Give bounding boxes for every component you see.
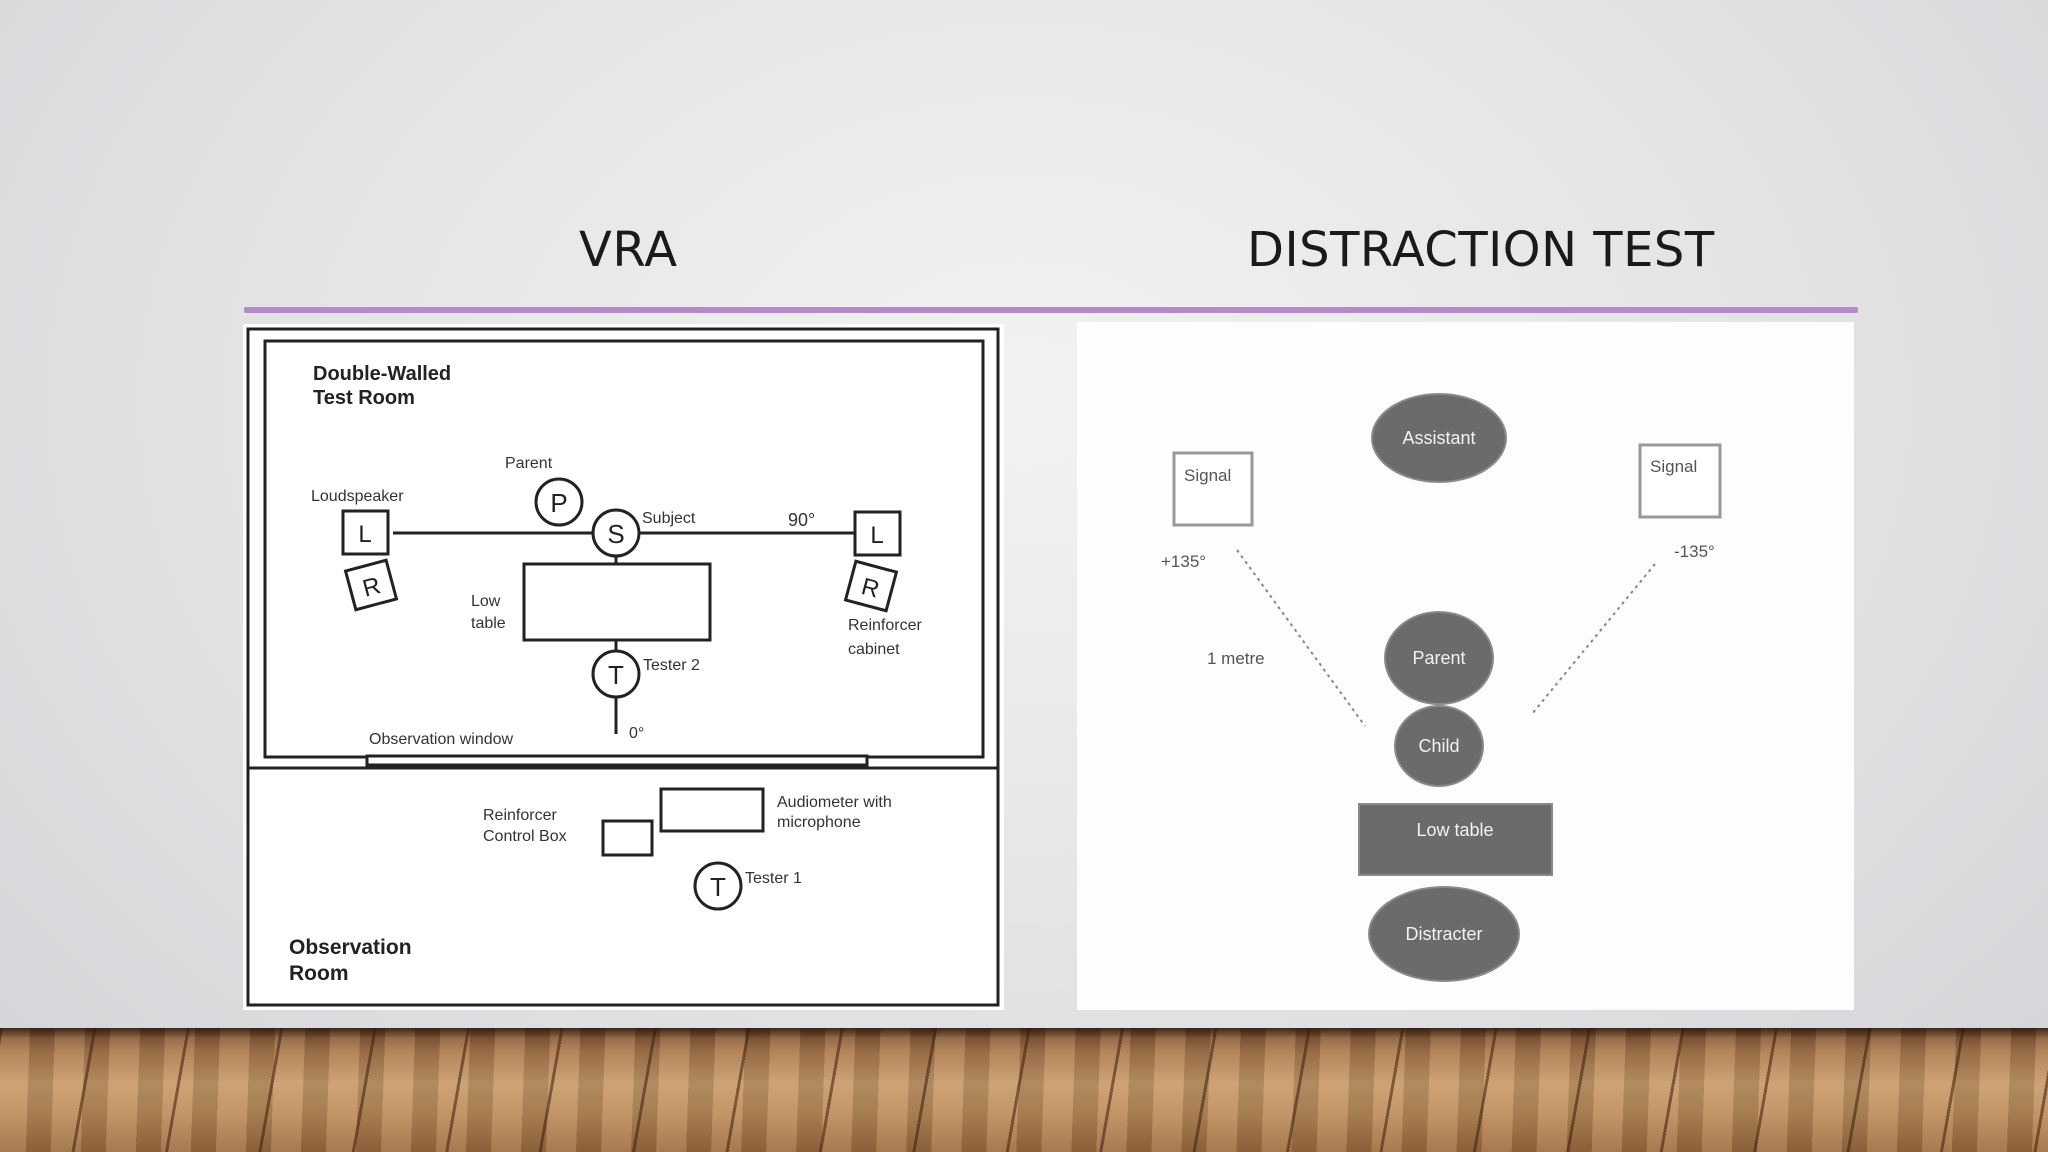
reinforcer-cabinet-label-2: cabinet (848, 641, 900, 658)
left-loudspeaker-letter: L (358, 521, 371, 548)
observation-window-label: Observation window (369, 731, 514, 748)
right-reinforcer-letter: R (858, 573, 882, 604)
floor-shadow (0, 1028, 2048, 1038)
room-title-line1: Double-Walled (313, 363, 451, 385)
assistant-ellipse (1371, 393, 1507, 483)
wood-floor-decoration (0, 1028, 2048, 1152)
title-divider (244, 307, 1858, 313)
subject-label: Subject (642, 510, 696, 527)
tester2-label: Tester 2 (643, 657, 700, 674)
signal-left-label: Signal (1184, 466, 1231, 485)
tester2-symbol-letter: T (608, 660, 624, 690)
sight-line-right (1531, 563, 1656, 715)
signal-right-box (1638, 443, 1722, 519)
room-title-line2: Test Room (313, 387, 415, 409)
observation-room-label-2: Room (289, 962, 349, 985)
parent-ellipse (1384, 611, 1494, 705)
room-frame-outer (246, 327, 1000, 1007)
signal-right-label: Signal (1650, 457, 1697, 476)
control-box-label-2: Control Box (483, 828, 567, 845)
vra-diagram: Double-Walled Test Room Low table Parent… (243, 324, 1004, 1010)
distracter-label: Distracter (1405, 924, 1482, 944)
angle-left-label: +135° (1161, 552, 1206, 571)
right-loudspeaker-letter: L (870, 522, 883, 549)
reinforcer-cabinet-label-1: Reinforcer (848, 617, 922, 634)
left-reinforcer: R (343, 558, 399, 612)
angle-90-label: 90° (788, 510, 815, 530)
distracter-ellipse (1368, 886, 1520, 982)
loudspeaker-label: Loudspeaker (311, 488, 404, 505)
assistant-label: Assistant (1402, 428, 1475, 448)
right-loudspeaker (853, 510, 902, 557)
distance-label: 1 metre (1207, 649, 1265, 668)
audiometer-label-1: Audiometer with (777, 794, 892, 811)
audiometer-box (659, 787, 765, 833)
parent-symbol-letter: P (550, 488, 567, 518)
angle-0-label: 0° (629, 725, 644, 742)
low-table-label: Low table (1416, 820, 1493, 840)
child-ellipse (1394, 705, 1484, 787)
low-table-rect (1358, 803, 1553, 876)
audiometer-label-2: microphone (777, 814, 861, 831)
subject-symbol (591, 508, 641, 558)
control-box-label-1: Reinforcer (483, 807, 557, 824)
observation-window (365, 754, 869, 767)
right-reinforcer: R (843, 559, 899, 613)
tester1-symbol (693, 861, 743, 911)
reinforcer-control-box (601, 819, 654, 857)
tester1-label: Tester 1 (745, 870, 802, 887)
tester1-symbol-letter: T (710, 872, 726, 902)
parent-symbol (534, 477, 584, 527)
low-table-label-1: Low (471, 593, 501, 610)
vra-heading: VRA (579, 222, 678, 278)
child-label: Child (1418, 736, 1459, 756)
signal-left-box (1172, 451, 1254, 527)
distraction-test-diagram: Assistant Signal Signal +135° -135° 1 me… (1077, 322, 1854, 1010)
low-table-box (522, 562, 712, 642)
parent-label: Parent (505, 455, 553, 472)
subject-symbol-letter: S (607, 519, 624, 549)
left-reinforcer-letter: R (360, 572, 384, 603)
low-table-label-2: table (471, 615, 506, 632)
left-loudspeaker (341, 509, 390, 556)
tester2-symbol (591, 649, 641, 699)
angle-right-label: -135° (1674, 542, 1715, 561)
observation-room-label-1: Observation (289, 936, 412, 959)
distraction-test-heading: DISTRACTION TEST (1247, 222, 1715, 278)
sight-line-left (1236, 549, 1366, 727)
parent-label: Parent (1412, 648, 1465, 668)
